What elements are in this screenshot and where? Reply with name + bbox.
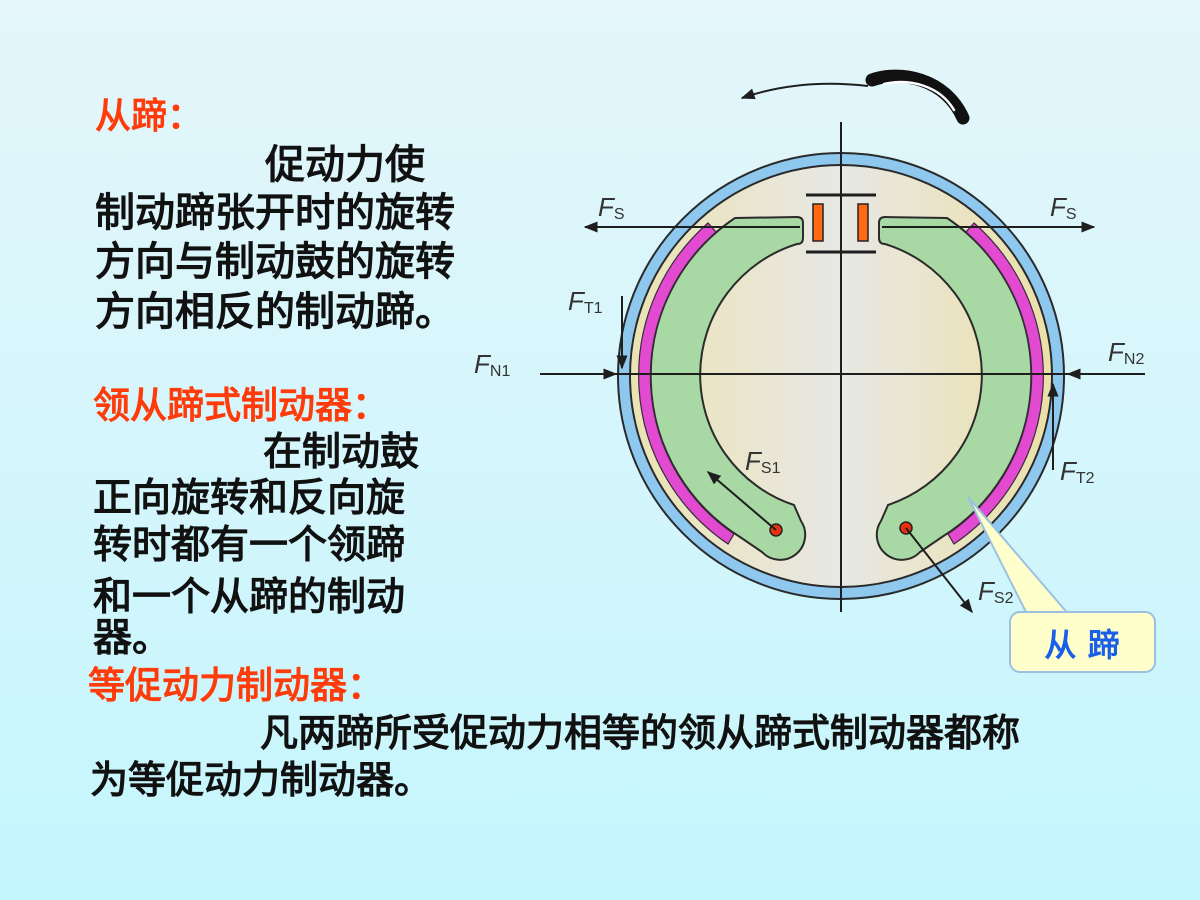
- leading-trailing-line-3: 转时都有一个领蹄: [93, 523, 406, 568]
- right-piston: [857, 203, 869, 242]
- drum-section-mark: [865, 69, 970, 125]
- trailing-shoe-line-2: 制动蹄张开时的旋转: [95, 190, 455, 236]
- trailing-shoe-line-1: 促动力使: [265, 142, 425, 188]
- fn1-label: FN1: [474, 349, 510, 380]
- leading-trailing-line-4: 和一个从蹄的制动: [93, 575, 406, 620]
- fn2-label: FN2: [1108, 337, 1144, 368]
- fs1-label: FS1: [745, 446, 781, 477]
- left-piston: [812, 203, 824, 242]
- leading-trailing-line-5: 器。: [93, 616, 172, 661]
- rotation-direction-arrow: [740, 82, 869, 100]
- ft1-label: FT1: [568, 286, 603, 317]
- ft2-label: FT2: [1060, 456, 1095, 487]
- fs-left-label: FS: [598, 192, 625, 223]
- trailing-shoe-heading: 从蹄：: [95, 96, 204, 137]
- left-shoe-lining: [638, 222, 735, 545]
- fs-right-label: FS: [1050, 192, 1077, 223]
- right-shoe-lining: [947, 222, 1044, 545]
- equal-actuation-line-1: 凡两蹄所受促动力相等的领从蹄式制动器都称: [260, 711, 1021, 755]
- trailing-shoe-line-4: 方向相反的制动蹄。: [95, 289, 455, 335]
- fs2-label: FS2: [978, 576, 1014, 607]
- fs2-arrow: [905, 527, 973, 614]
- leading-trailing-line-2: 正向旋转和反向旋: [93, 476, 406, 521]
- callout-box: [1009, 611, 1156, 673]
- trailing-shoe-callout: 从 蹄: [967, 496, 1156, 673]
- leading-trailing-brake-heading: 领从蹄式制动器：: [93, 384, 389, 427]
- wheel-cylinder: [806, 193, 876, 254]
- leading-trailing-line-1: 在制动鼓: [263, 430, 420, 475]
- equal-actuation-line-2: 为等促动力制动器。: [90, 758, 433, 802]
- equal-actuation-brake-heading: 等促动力制动器：: [88, 664, 384, 707]
- callout-label: 从 蹄: [1044, 626, 1119, 664]
- fs1-arrow: [706, 471, 777, 531]
- trailing-shoe-line-3: 方向与制动鼓的旋转: [95, 239, 455, 285]
